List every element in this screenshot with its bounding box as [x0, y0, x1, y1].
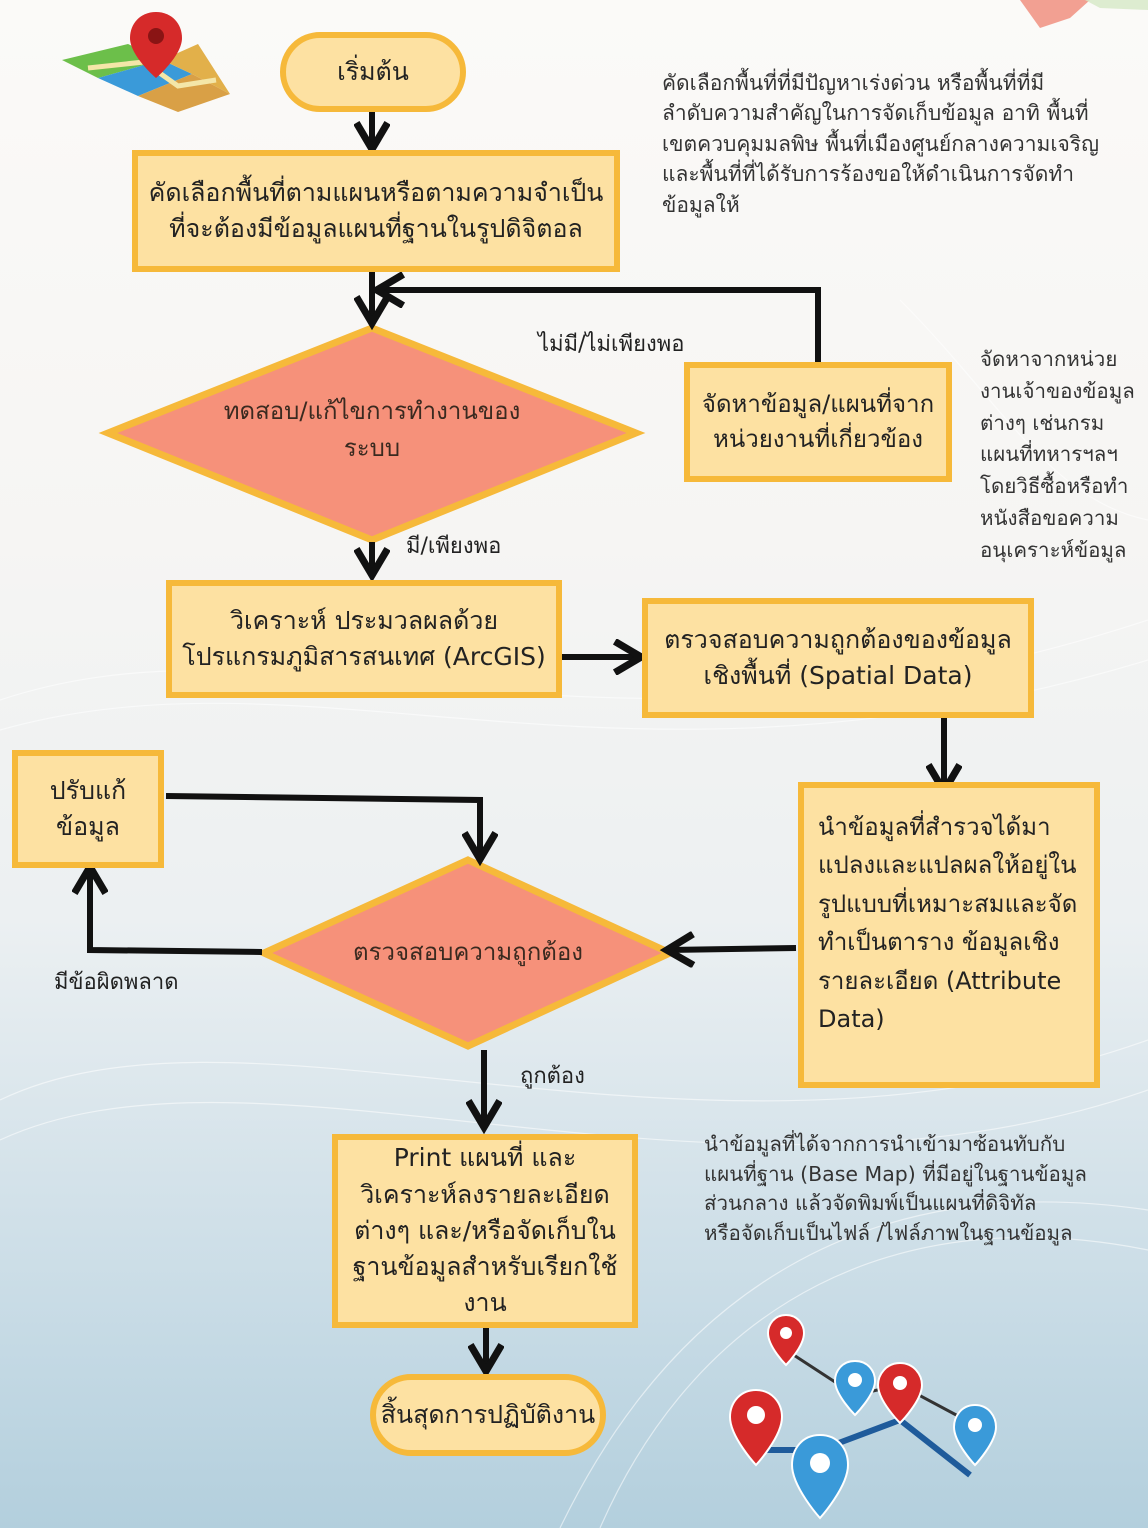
end-node: สิ้นสุดการปฏิบัติงาน: [370, 1374, 606, 1456]
arrow-acquire-loop: [378, 290, 821, 362]
map-pin-icon: [62, 12, 230, 112]
note-priority-areas: คัดเลือกพื้นที่ที่มีปัญหาเร่งด่วน หรือพื…: [662, 71, 1099, 217]
decision-test-system-shape: [98, 324, 646, 544]
test-system-decision: ทดสอบ/แก้ไขการทำงานของระบบ: [223, 396, 521, 462]
check-spatial-step: ตรวจสอบความถูกต้องของข้อมูลเชิงพื้นที่ (…: [642, 598, 1034, 718]
note-sources: จัดหาจากหน่วย งานเจ้าของข้อมูล ต่างๆ เช่…: [980, 347, 1135, 562]
arrow-convert-to-check-accuracy: [668, 948, 797, 950]
arrow-fix-to-check: [165, 793, 480, 858]
edge-label-not-enough: ไม่มี/ไม่เพียงพอ: [538, 332, 685, 357]
edge-label-correct: ถูกต้อง: [520, 1064, 585, 1089]
edge-label-error: มีข้อผิดพลาด: [54, 970, 179, 995]
edge-label-enough: มี/เพียงพอ: [406, 534, 502, 559]
print-map-step: Print แผนที่ และวิเคราะห์ลงรายละเอียดต่า…: [332, 1134, 638, 1328]
start-node: เริ่มต้น: [280, 32, 466, 112]
select-area-step: คัดเลือกพื้นที่ตามแผนหรือตามความจำเป็นที…: [132, 150, 620, 272]
route-pins-icon: [728, 1313, 998, 1520]
check-accuracy-decision: ตรวจสอบความถูกต้อง: [353, 938, 583, 967]
arrow-check-to-fix: [90, 868, 263, 955]
fix-data-step: ปรับแก้ข้อมูล: [12, 750, 164, 868]
acquire-data-step: จัดหาข้อมูล/แผนที่จากหน่วยงานที่เกี่ยวข้…: [684, 362, 952, 482]
analyze-step: วิเคราะห์ ประมวลผลด้วยโปรแกรมภูมิสารสนเท…: [166, 580, 562, 698]
convert-data-step: นำข้อมูลที่สำรวจได้มาแปลงและแปลผลให้อยู่…: [798, 782, 1100, 1088]
decision-check-accuracy-shape: [255, 856, 679, 1050]
note-overlay: นำข้อมูลที่ได้จากการนำเข้ามาซ้อนทับกับ แ…: [704, 1132, 1087, 1246]
